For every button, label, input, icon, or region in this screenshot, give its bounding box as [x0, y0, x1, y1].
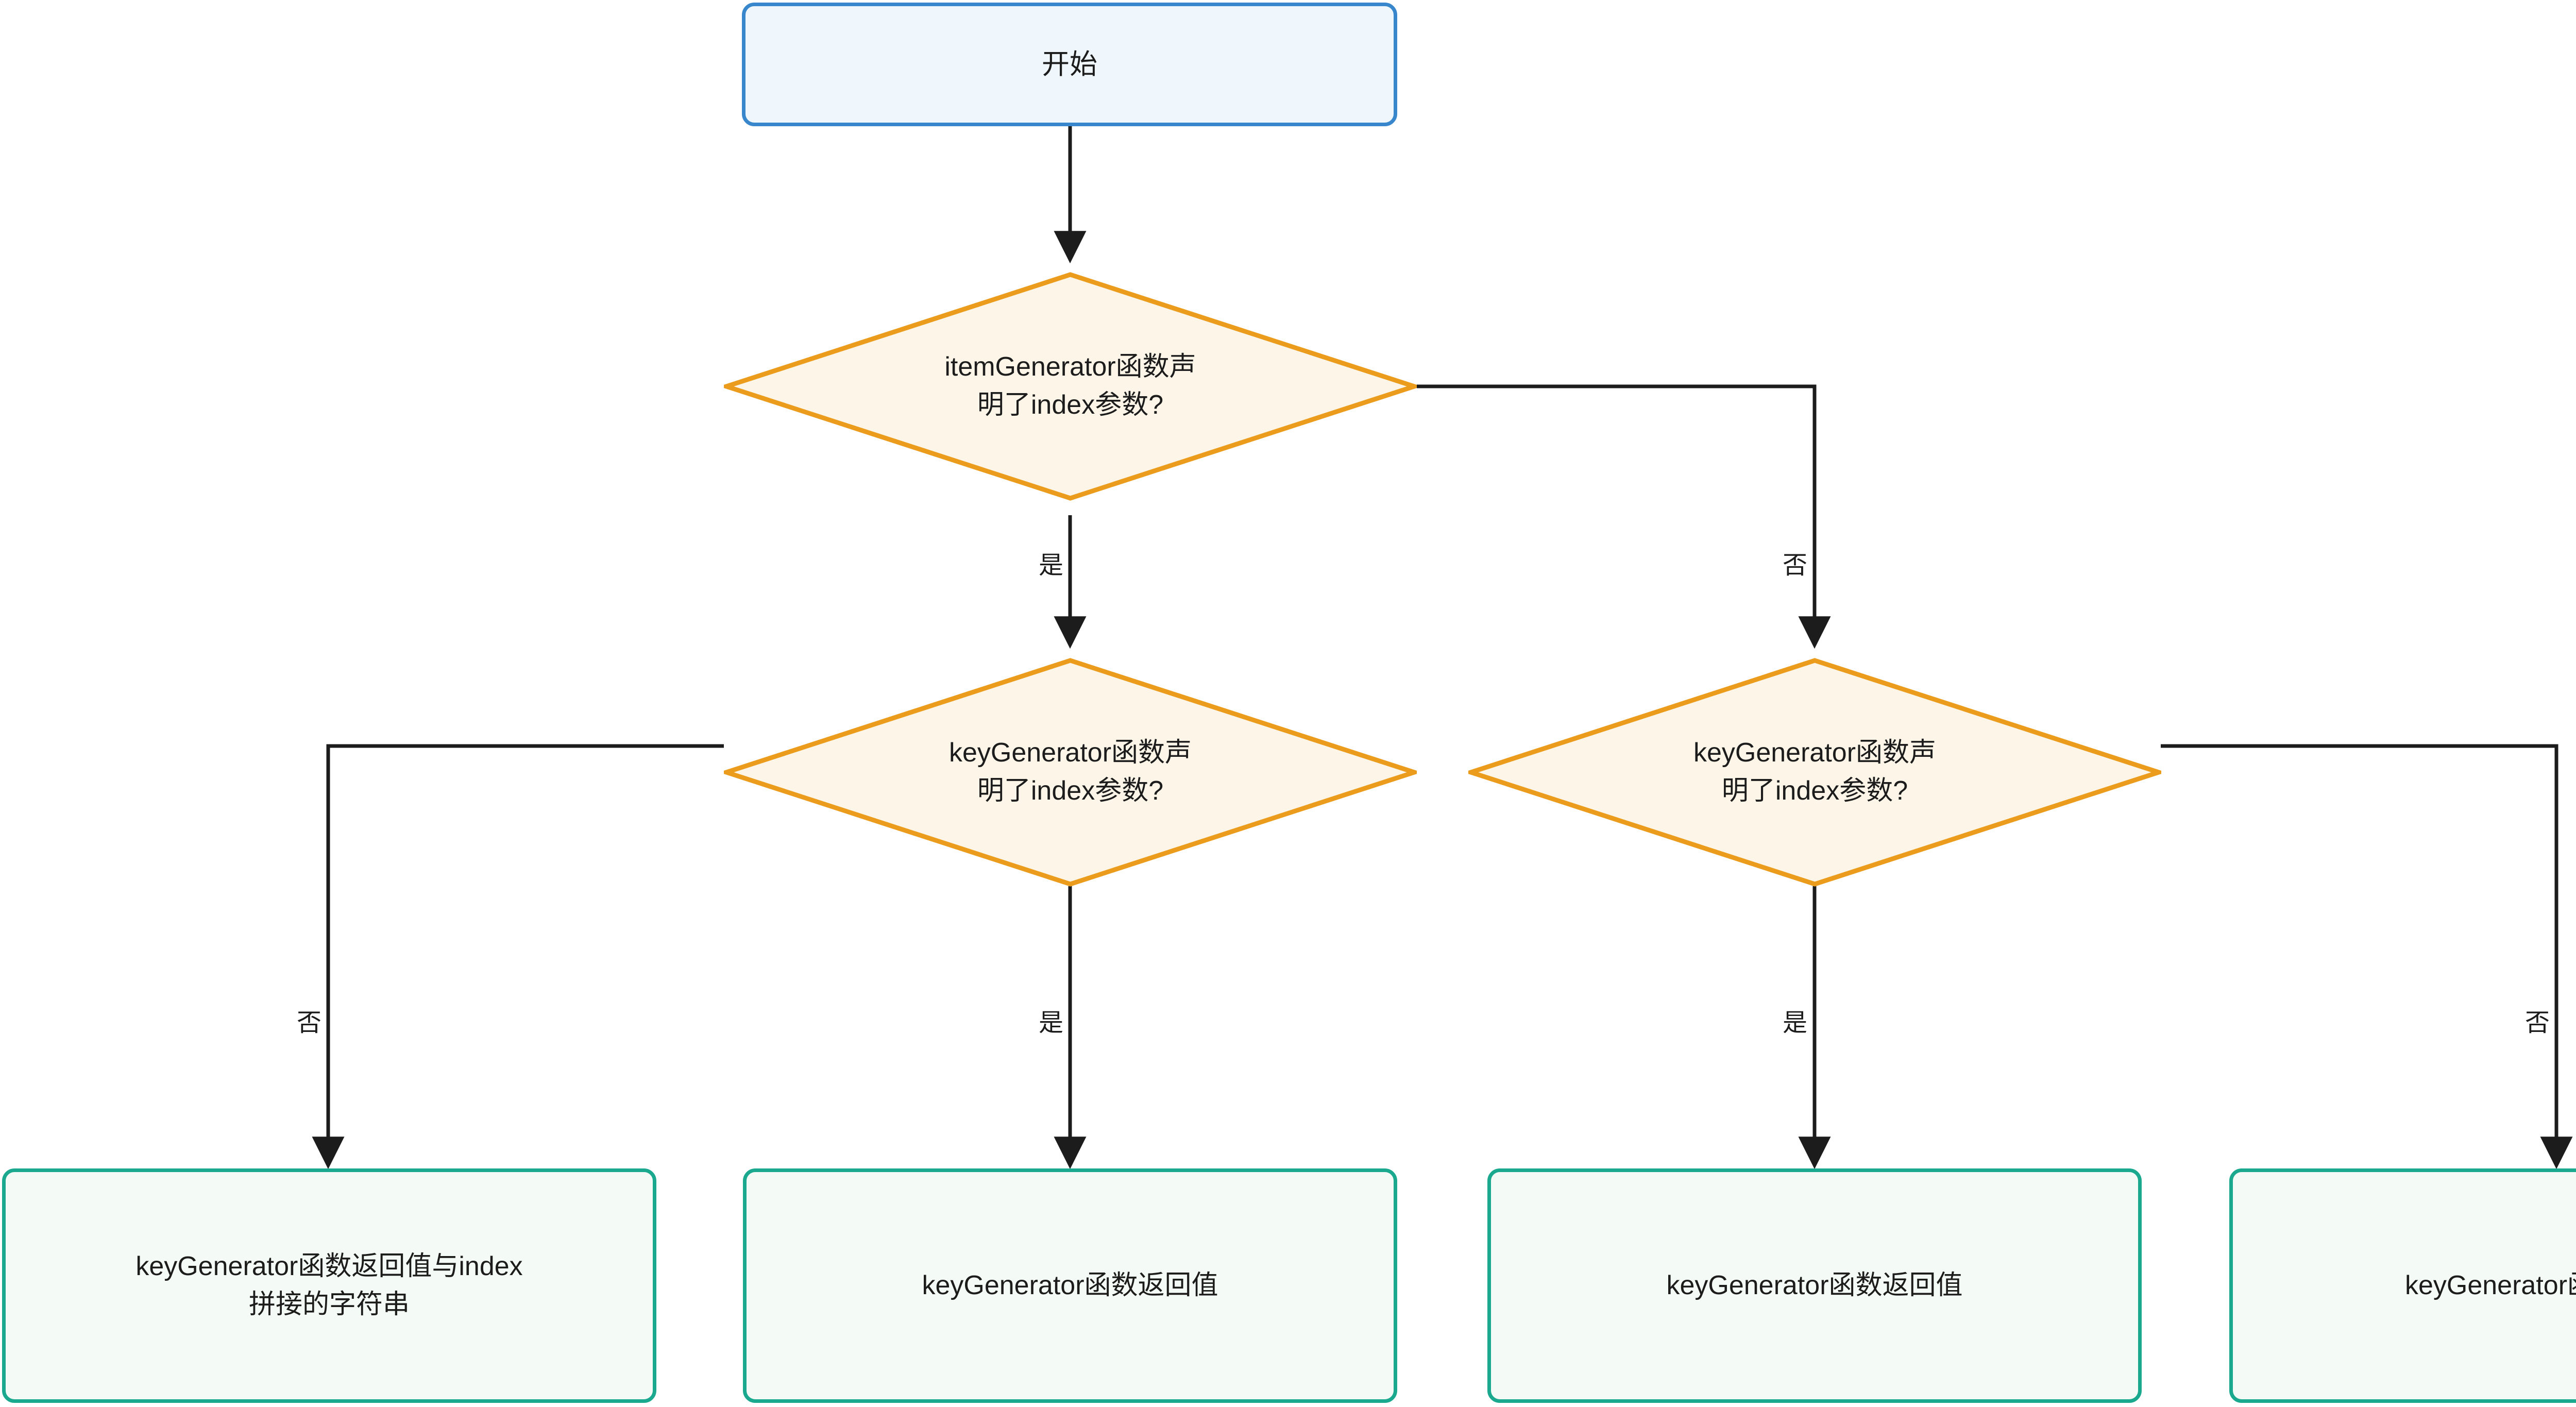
node-result-key-return-3-label: keyGenerator函数返回值: [2404, 1270, 2576, 1300]
edge-key-right-no: [2161, 744, 2573, 1169]
edge-label-item-no: 否: [1781, 552, 1810, 579]
diamond-shape-item-generator: [724, 272, 1417, 501]
edge-label-key-left-yes: 是: [1037, 1010, 1066, 1037]
node-decision-key-generator-left[interactable]: keyGenerator函数声 明了index参数?: [724, 658, 1417, 887]
node-decision-item-generator-label: itemGenerator函数声 明了index参数?: [944, 352, 1196, 420]
node-result-key-return-3[interactable]: keyGenerator函数返回值: [2229, 1168, 2576, 1403]
node-decision-key-generator-right-label: keyGenerator函数声 明了index参数?: [1693, 738, 1937, 806]
node-decision-key-generator-left-label: keyGenerator函数声 明了index参数?: [948, 738, 1192, 806]
node-start[interactable]: 开始: [742, 3, 1397, 126]
node-start-label: 开始: [1042, 48, 1097, 80]
node-result-concat-string[interactable]: keyGenerator函数返回值与index 拼接的字符串: [2, 1168, 656, 1403]
node-decision-item-generator[interactable]: itemGenerator函数声 明了index参数?: [724, 272, 1417, 501]
edge-key-left-no: [312, 744, 724, 1169]
node-result-key-return-1-label: keyGenerator函数返回值: [922, 1270, 1218, 1300]
edge-label-key-right-no: 否: [2523, 1010, 2552, 1037]
node-result-key-return-1[interactable]: keyGenerator函数返回值: [743, 1168, 1397, 1403]
node-result-key-return-2[interactable]: keyGenerator函数返回值: [1487, 1168, 2142, 1403]
diamond-shape-key-generator-right: [1468, 658, 2161, 887]
edge-label-key-right-yes: 是: [1781, 1010, 1810, 1037]
node-decision-key-generator-right[interactable]: keyGenerator函数声 明了index参数?: [1468, 658, 2161, 887]
node-result-concat-string-label: keyGenerator函数返回值与index 拼接的字符串: [135, 1251, 523, 1319]
diamond-shape-key-generator-left: [724, 658, 1417, 887]
edge-label-key-left-no: 否: [295, 1010, 324, 1037]
edge-label-item-yes: 是: [1037, 552, 1066, 579]
node-result-key-return-2-label: keyGenerator函数返回值: [1666, 1270, 1963, 1300]
edge-item-no: [1417, 384, 1831, 649]
